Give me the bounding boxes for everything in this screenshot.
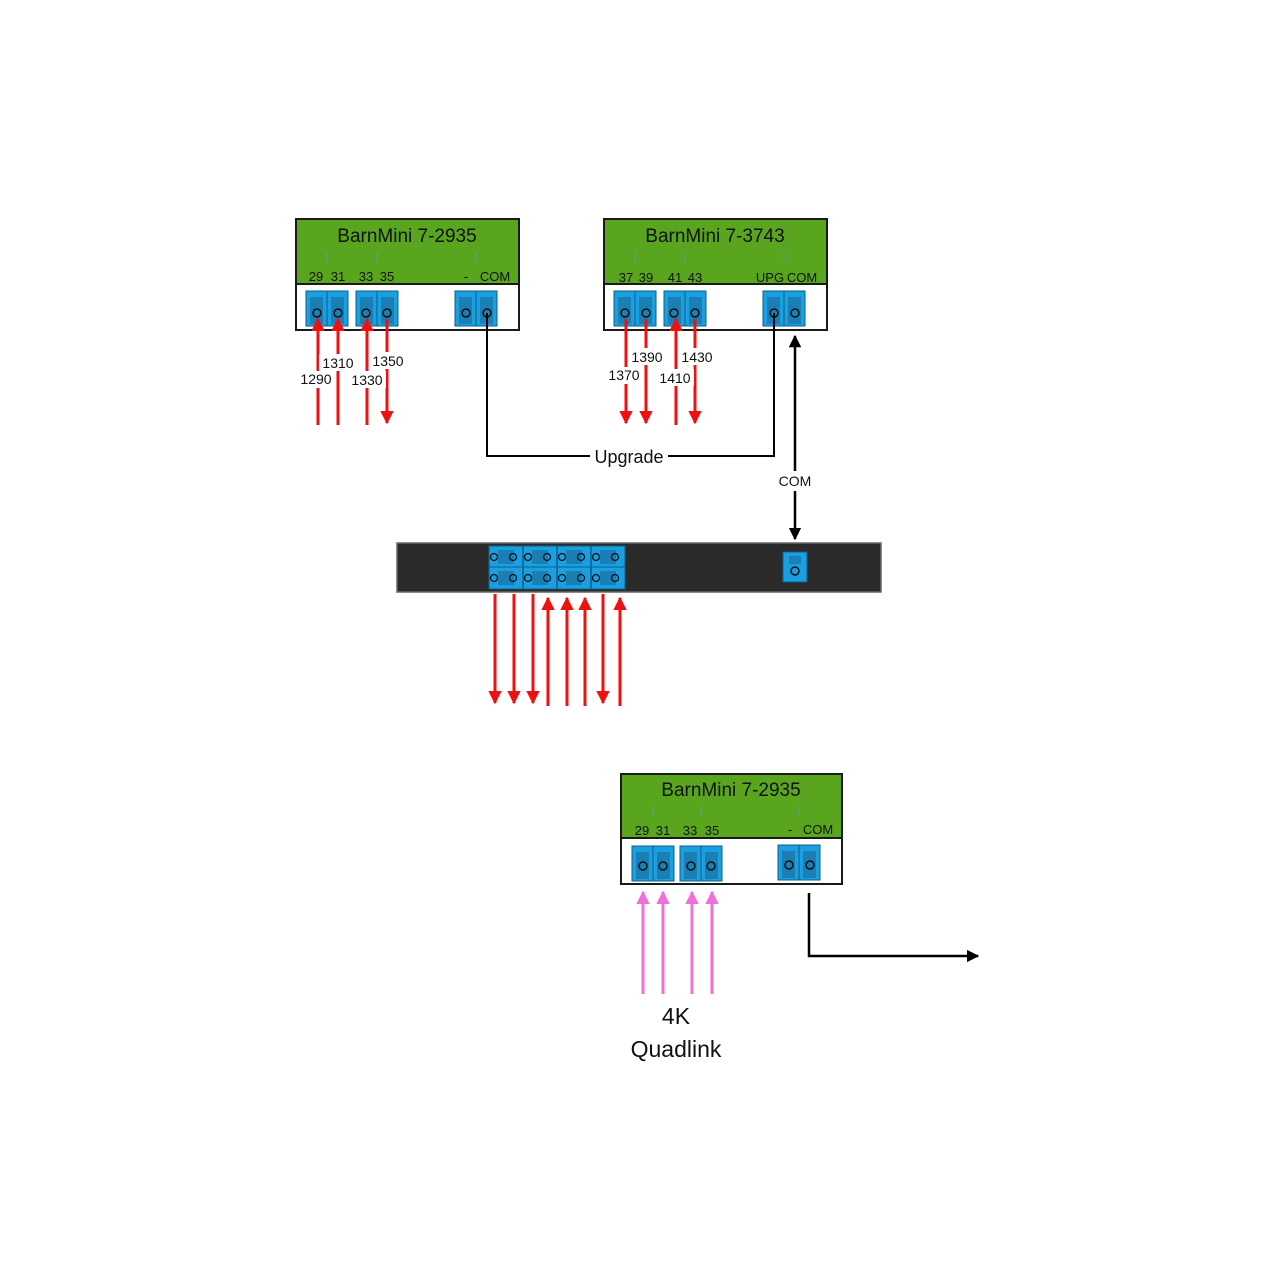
module-b-title: BarnMini 7-3743 [645, 226, 784, 247]
module-a-port-label: 33 [359, 269, 373, 284]
module-c-port-label: COM [803, 822, 833, 837]
wavelength-label: 1410 [659, 370, 690, 386]
upgrade-link: Upgrade [486, 313, 775, 468]
quadlink-label-line1: 4K [662, 1003, 691, 1029]
rack-unit [396, 542, 882, 593]
com-link: COM [776, 334, 814, 541]
wavelength-label: 1310 [322, 355, 353, 371]
wavelength-label: 1330 [351, 372, 382, 388]
rack-fibers [488, 594, 627, 706]
module-b: BarnMini 7-3743 37 39 41 43 UPG COM [603, 218, 828, 331]
module-a-port-label: 35 [380, 269, 394, 284]
com-label: COM [779, 473, 812, 489]
module-a-connector [355, 290, 399, 327]
module-b-header [603, 218, 828, 285]
module-b-port-label: 37 [619, 270, 633, 285]
module-c-fibers [636, 890, 719, 994]
module-c-header [620, 773, 843, 839]
module-a-com-connector [454, 290, 498, 327]
module-c-com-output [807, 893, 980, 963]
module-b-port-label: UPG [756, 270, 784, 285]
wavelength-label: 1370 [608, 367, 639, 383]
module-a-connector [305, 290, 349, 327]
module-c-port-label: - [788, 822, 792, 837]
module-a-port-label: 31 [331, 269, 345, 284]
module-b-port-label: 43 [688, 270, 702, 285]
module-b-port-label: 39 [639, 270, 653, 285]
module-b-port-label: 41 [668, 270, 682, 285]
module-b-port-label: COM [787, 270, 817, 285]
module-a-port-label: COM [480, 269, 510, 284]
module-a-port-label: 29 [309, 269, 323, 284]
module-a-fibers: 1290 1310 1330 1350 [297, 317, 407, 425]
module-c: BarnMini 7-2935 29 31 33 35 - COM [620, 773, 843, 885]
wavelength-label: 1350 [372, 353, 403, 369]
module-c-port-label: 31 [656, 823, 670, 838]
module-a-header [295, 218, 520, 285]
upgrade-label: Upgrade [594, 447, 663, 467]
module-a-title: BarnMini 7-2935 [337, 226, 476, 247]
module-c-connector [631, 845, 675, 882]
module-b-connector [663, 290, 707, 327]
quadlink-label-line2: Quadlink [631, 1036, 722, 1062]
rack-port-block [488, 545, 626, 590]
module-c-port-label: 33 [683, 823, 697, 838]
module-a: BarnMini 7-2935 29 31 33 35 - COM [295, 218, 520, 331]
rack-com-port [782, 551, 808, 583]
wavelength-label: 1430 [681, 349, 712, 365]
module-c-port-label: 35 [705, 823, 719, 838]
wavelength-label: 1290 [300, 371, 331, 387]
module-b-com-connector [762, 290, 806, 327]
module-a-port-label: - [464, 269, 468, 284]
module-c-title: BarnMini 7-2935 [661, 780, 800, 801]
module-b-fibers: 1370 1390 1410 1430 [605, 317, 716, 425]
wavelength-label: 1390 [631, 349, 662, 365]
module-c-connector [679, 845, 723, 882]
module-b-connector [613, 290, 657, 327]
module-c-port-label: 29 [635, 823, 649, 838]
module-c-com-connector [777, 844, 821, 881]
